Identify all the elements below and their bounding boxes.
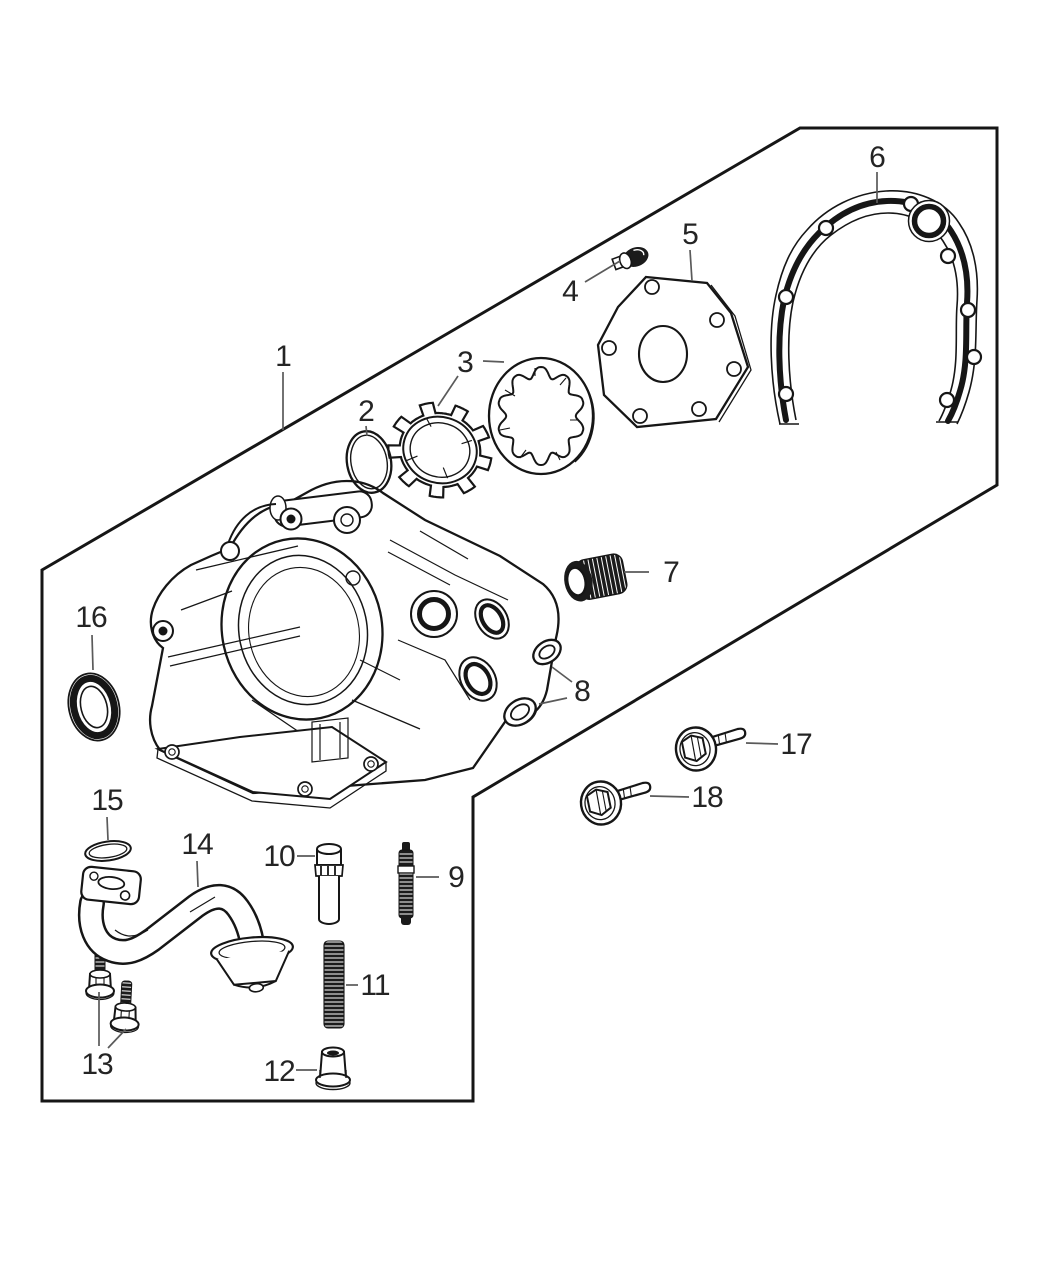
- callout-11: 11: [360, 969, 389, 1002]
- part-12-nut: [315, 1046, 351, 1091]
- leader-4: [584, 260, 621, 283]
- part-14-pickup-tube: [78, 865, 294, 993]
- part-8-bushing-b: [503, 697, 538, 727]
- leader-3b: [482, 360, 505, 363]
- callout-10: 10: [263, 840, 295, 873]
- callout-17: 17: [780, 728, 812, 761]
- leader-lines: [91, 172, 878, 1071]
- part-6-gasket: [770, 190, 983, 425]
- callout-2: 2: [358, 395, 374, 428]
- callout-9: 9: [448, 861, 464, 894]
- leader-2: [365, 425, 368, 437]
- callout-3: 3: [457, 346, 473, 379]
- callout-5: 5: [682, 218, 698, 251]
- callout-6: 6: [869, 141, 885, 174]
- part-8-bushing-a: [532, 638, 562, 666]
- part-15-gasket-ring: [84, 840, 132, 862]
- callout-16: 16: [75, 601, 107, 634]
- leader-17: [745, 742, 779, 745]
- diagram-border: [40, 126, 999, 1103]
- callouts: 1 2 3 4 5 6 7 8 9 10 11 12 13 14 15 16 1…: [75, 141, 886, 1088]
- part-3-pump-rotor-outer: [487, 356, 595, 476]
- callout-4: 4: [562, 275, 578, 308]
- leader-8a: [551, 666, 573, 683]
- leader-5: [689, 249, 693, 282]
- callout-12: 12: [263, 1055, 295, 1088]
- leader-8b: [538, 697, 568, 705]
- part-11-threaded-rod: [323, 940, 345, 1029]
- callout-13: 13: [81, 1048, 113, 1081]
- part-5-pump-cover-plate: [596, 275, 752, 429]
- callout-8: 8: [574, 675, 590, 708]
- callout-15: 15: [91, 784, 123, 817]
- leader-15: [106, 816, 109, 841]
- part-3-pump-rotor-inner: [387, 401, 493, 499]
- leader-18: [649, 795, 690, 798]
- callout-18: 18: [691, 781, 723, 814]
- leader-13b: [107, 1028, 127, 1049]
- part-9-stud: [397, 842, 415, 925]
- part-7-threaded-plug: [564, 553, 628, 602]
- part-1-oil-pump-housing: [148, 479, 560, 809]
- part-16-seal: [67, 672, 121, 742]
- leader-3a: [437, 375, 459, 407]
- leader-14: [196, 860, 199, 888]
- callout-1: 1: [275, 340, 291, 373]
- part-10-plug: [314, 843, 344, 925]
- callout-14: 14: [181, 828, 213, 861]
- callout-7: 7: [663, 556, 679, 589]
- leader-16: [91, 634, 94, 671]
